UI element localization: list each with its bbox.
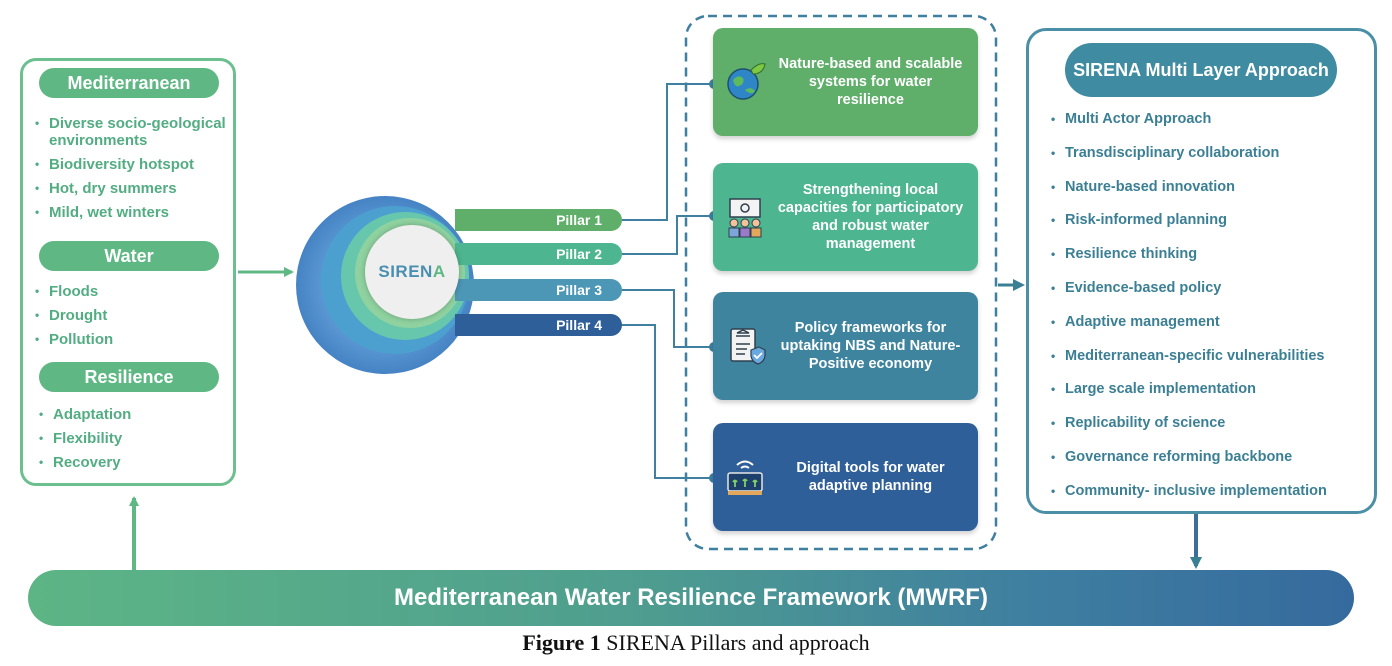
- list-item: Nature-based innovation: [1051, 175, 1327, 209]
- pillar-2-text: Strengthening local capacities for parti…: [777, 182, 964, 252]
- digital-farm-icon: [723, 455, 767, 504]
- list-item: Community- inclusive implementation: [1051, 479, 1327, 513]
- context-box: Mediterranean Diverse socio-geological e…: [20, 58, 236, 486]
- core-label-prefix: SIREN: [378, 262, 433, 281]
- list-item: Adaptive management: [1051, 310, 1327, 344]
- pillar-4-tab: Pillar 4: [455, 314, 622, 336]
- list-item: Multi Actor Approach: [1051, 107, 1327, 141]
- framework-bar: Mediterranean Water Resilience Framework…: [28, 570, 1354, 626]
- figure-caption: Figure 1 SIRENA Pillars and approach: [0, 630, 1392, 656]
- pillar-1-card: Nature-based and scalable systems for wa…: [713, 28, 978, 136]
- list-item: Floods: [33, 283, 238, 300]
- list-item: Flexibility: [37, 430, 242, 447]
- section-title-water: Water: [39, 241, 219, 271]
- list-item: Recovery: [37, 454, 242, 471]
- list-item: Hot, dry summers: [33, 180, 238, 197]
- pillar-2-connector: [622, 215, 713, 255]
- pillar-1-connector: [622, 83, 713, 221]
- pillar-4-text: Digital tools for water adaptive plannin…: [796, 460, 945, 494]
- list-item: Biodiversity hotspot: [33, 156, 238, 173]
- core-label-suffix: A: [432, 262, 446, 281]
- approach-list: Multi Actor Approach Transdisciplinary c…: [1051, 107, 1327, 513]
- pillar-container-dashed: [684, 14, 998, 551]
- pillar-1-tab: Pillar 1: [455, 209, 622, 231]
- water-list: Floods Drought Pollution: [33, 283, 238, 355]
- list-item: Resilience thinking: [1051, 242, 1327, 276]
- list-item: Transdisciplinary collaboration: [1051, 141, 1327, 175]
- people-board-icon: [723, 195, 767, 244]
- list-item: Risk-informed planning: [1051, 208, 1327, 242]
- list-item: Drought: [33, 307, 238, 324]
- list-item: Pollution: [33, 331, 238, 348]
- globe-leaf-icon: [723, 60, 767, 109]
- pillar-4-connector: [622, 324, 713, 479]
- list-item: Adaptation: [37, 406, 242, 423]
- approach-box: SIRENA Multi Layer Approach Multi Actor …: [1026, 28, 1377, 514]
- list-item: Large scale implementation: [1051, 377, 1327, 411]
- list-item: Evidence-based policy: [1051, 276, 1327, 310]
- list-item: Governance reforming backbone: [1051, 445, 1327, 479]
- pillar-4-card: Digital tools for water adaptive plannin…: [713, 423, 978, 531]
- list-item: Mild, wet winters: [33, 204, 238, 221]
- pillar-3-text: Policy frameworks for uptaking NBS and N…: [780, 320, 961, 372]
- list-item: Diverse socio-geological environments: [33, 115, 238, 149]
- resilience-list: Adaptation Flexibility Recovery: [37, 406, 242, 478]
- pillar-3-tab: Pillar 3: [455, 279, 622, 301]
- approach-title: SIRENA Multi Layer Approach: [1065, 43, 1337, 97]
- caption-text: SIRENA Pillars and approach: [606, 630, 870, 655]
- list-item: Mediterranean-specific vulnerabilities: [1051, 344, 1327, 378]
- section-title-resilience: Resilience: [39, 362, 219, 392]
- pillar-3-card: Policy frameworks for uptaking NBS and N…: [713, 292, 978, 400]
- pillar-3-connector: [622, 289, 713, 348]
- mediterranean-list: Diverse socio-geological environments Bi…: [33, 115, 238, 228]
- section-title-mediterranean: Mediterranean: [39, 68, 219, 98]
- pillar-2-tab: Pillar 2: [455, 243, 622, 265]
- pillar-1-text: Nature-based and scalable systems for wa…: [778, 56, 963, 108]
- policy-document-icon: [723, 324, 767, 373]
- pillar-2-card: Strengthening local capacities for parti…: [713, 163, 978, 271]
- list-item: Replicability of science: [1051, 411, 1327, 445]
- caption-number: Figure 1: [522, 630, 601, 655]
